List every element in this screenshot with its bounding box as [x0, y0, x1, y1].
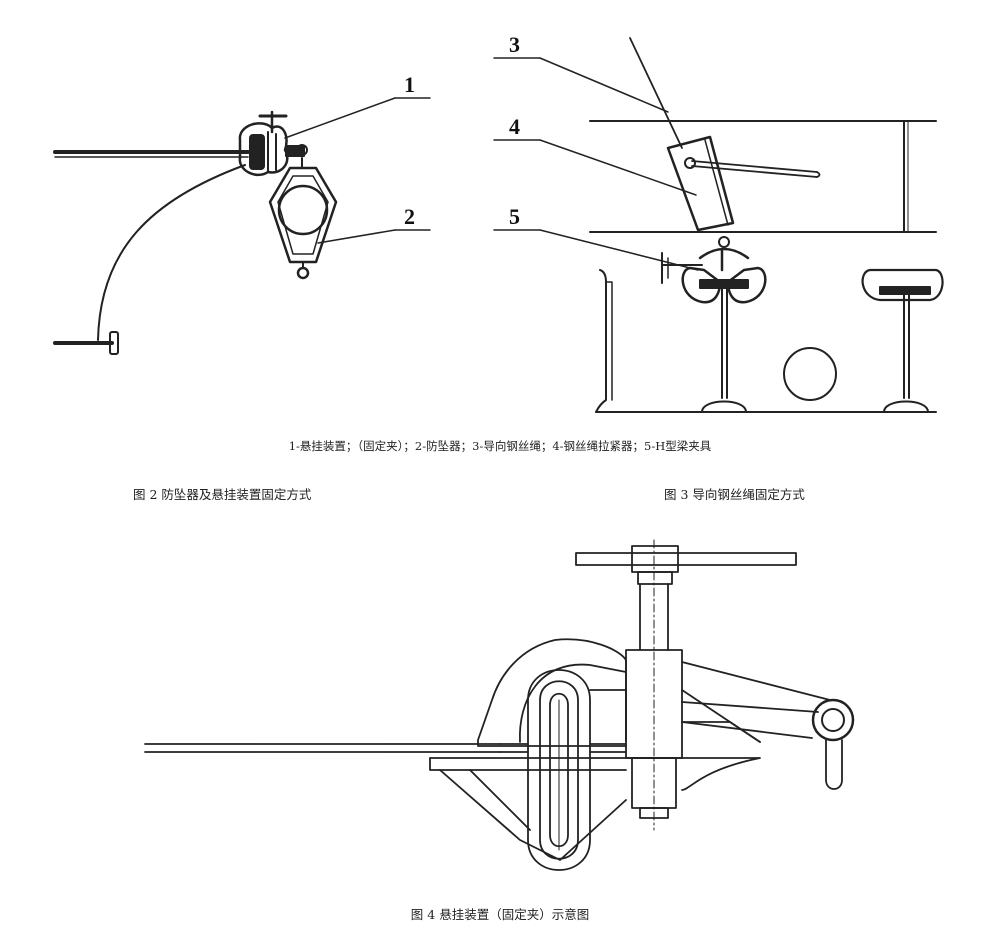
component-legend: 1-悬挂装置；（固定夹）；2-防坠器；3-导向钢丝绳；4-钢丝绳拉紧器；5-H型… [288, 439, 712, 453]
fig2-leader-2 [317, 229, 396, 244]
fig4-t-handle [575, 552, 797, 566]
fig3-drawing [493, 37, 944, 413]
fig2-hanging-cable [97, 164, 246, 341]
fig2-caption: 图 2 防坠器及悬挂装置固定方式 [133, 487, 312, 502]
fig4-guide-slot [527, 669, 591, 871]
fig3-caption: 图 3 导向钢丝绳固定方式 [664, 487, 805, 502]
fig3-left-bracket [595, 269, 607, 413]
fig3-web-opening [783, 347, 837, 401]
fig2-fall-arrester [268, 144, 338, 280]
fig3-beam-clamp [661, 247, 767, 413]
fig3-callout-4: 4 [509, 114, 520, 139]
fig2-arrester-drum [277, 184, 329, 236]
fig4-lever-arm [681, 701, 819, 739]
fig2-leader-1 [284, 97, 396, 139]
fig4-pivot-ring [811, 698, 855, 742]
fig4-drawing [144, 539, 855, 871]
fig3-callout-5: 5 [509, 204, 520, 229]
fig3-wire-tensioner [666, 135, 821, 248]
fig3-callout-3: 3 [509, 32, 520, 57]
fig2-callout-2: 2 [404, 204, 415, 229]
fig2-suspension-clamp [238, 110, 305, 177]
fig3-guide-wire [629, 37, 683, 149]
fig4-clamp-body [477, 638, 627, 747]
fig3-second-clamp [861, 268, 944, 413]
fig2-callout-1: 1 [404, 72, 415, 97]
fig4-caption: 图 4 悬挂装置（固定夹）示意图 [410, 907, 590, 922]
fig2-drawing [53, 97, 431, 355]
